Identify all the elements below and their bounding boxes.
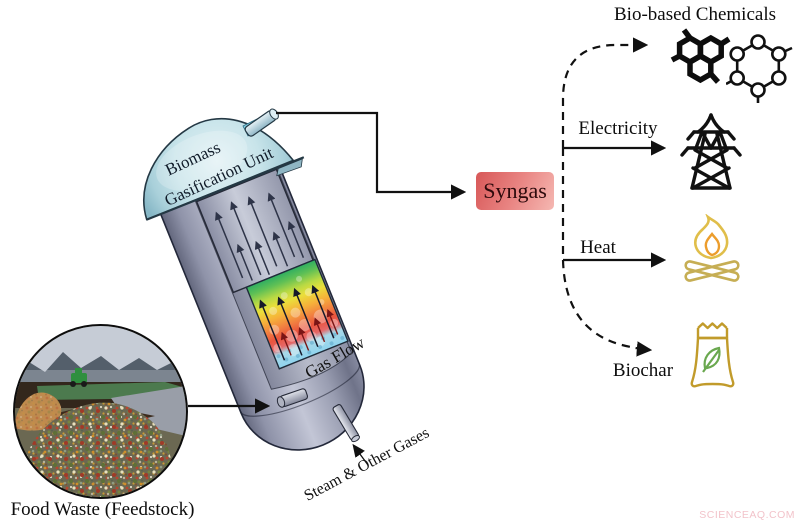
gasification-unit (143, 117, 365, 451)
feed-nozzle (276, 388, 309, 408)
feedstock-label: Food Waste (Feedstock) (10, 499, 195, 520)
dome-lid (143, 117, 295, 221)
syngas-box: Syngas (476, 172, 554, 210)
syngas-label: Syngas (483, 178, 547, 203)
arrow-to-biochar (561, 259, 653, 357)
electricity-label: Electricity (578, 118, 658, 139)
transmission-tower-icon (680, 113, 742, 190)
ring-molecule-icon (726, 34, 793, 103)
hot-zone-arrows (280, 309, 339, 356)
reaction-zone-panel (245, 258, 349, 370)
gas-up-arrows (215, 192, 305, 281)
syngas-branches (561, 37, 667, 357)
reaction-up-arrows (259, 284, 335, 361)
campfire-icon (684, 214, 740, 282)
biochar-bag-icon (690, 322, 735, 388)
arrow-steam-to-unit (352, 443, 369, 466)
syngas-nozzle (244, 108, 279, 137)
aromatic-molecule-icon (670, 28, 731, 84)
bed-speckles (276, 332, 345, 362)
arrow-unit-to-syngas (276, 111, 467, 200)
watermark: SCIENCEAQ.COM (699, 509, 795, 521)
arrow-to-bio-chemicals (561, 37, 649, 148)
steam-pipe (332, 404, 361, 443)
feedstock-photo (13, 324, 188, 499)
heat-label: Heat (580, 237, 616, 258)
bio-chemicals-label: Bio-based Chemicals (614, 4, 776, 25)
feedstock-photo-image (15, 326, 186, 497)
biochar-label: Biochar (612, 360, 674, 381)
